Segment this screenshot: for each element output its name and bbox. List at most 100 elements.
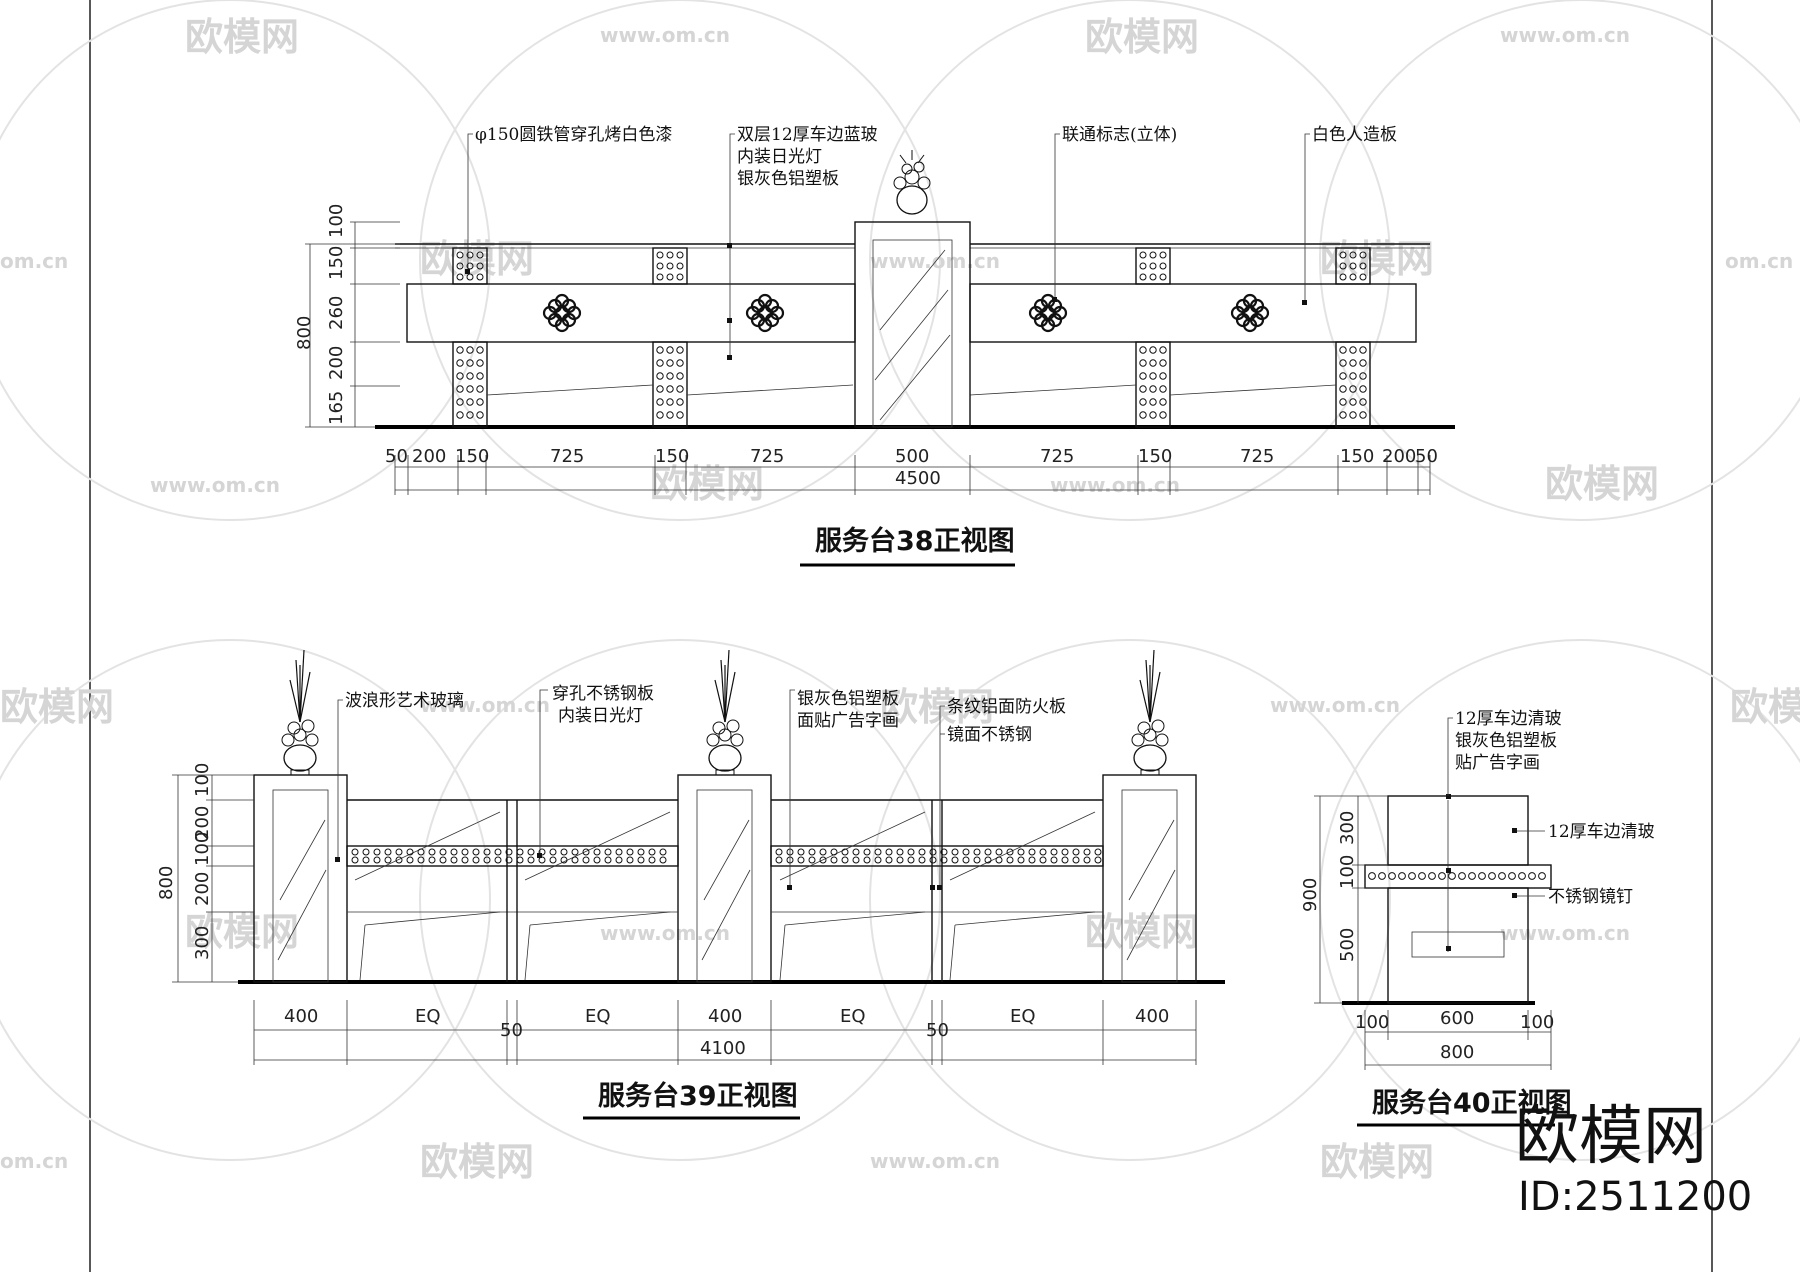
bottom-dim: 200 xyxy=(412,446,446,467)
watermark-url: www.om.cn xyxy=(870,1149,1000,1173)
note-iron-pipe: φ150圆铁管穿孔烤白色漆 xyxy=(475,125,672,145)
side-dim: 200 xyxy=(192,872,213,906)
side-dim: 100 xyxy=(192,832,213,866)
watermark-url: www.om.cn xyxy=(870,249,1000,273)
side-dim: 200 xyxy=(326,346,347,380)
view-title: 服务台40正视图 xyxy=(1372,1087,1572,1119)
note-aluminum-panel: 银灰色铝塑板 xyxy=(1455,731,1557,751)
watermark-url: om.cn xyxy=(0,249,68,273)
note-perforated-steel: 穿孔不锈钢板 xyxy=(552,684,654,704)
ad-panel xyxy=(1411,931,1505,958)
bottom-dim: 100 xyxy=(1520,1012,1554,1033)
watermark-brand: 欧模网 xyxy=(650,462,764,506)
side-dim: 200 xyxy=(192,806,213,840)
side-dim-total: 800 xyxy=(156,866,177,900)
bottom-dim: EQ xyxy=(415,1006,441,1027)
watermark-url: www.om.cn xyxy=(1500,23,1630,47)
watermark-brand: 欧模网 xyxy=(1730,685,1800,729)
front-band-right xyxy=(969,283,1417,343)
side-dim-total: 900 xyxy=(1300,878,1321,912)
brand-id: ID:2511200 xyxy=(1518,1174,1752,1220)
watermark-url: www.om.cn xyxy=(150,473,280,497)
unicom-logo-icon xyxy=(542,293,582,333)
watermark-url: www.om.cn xyxy=(420,693,550,717)
bottom-dim: 150 xyxy=(455,446,489,467)
side-dim: 150 xyxy=(326,246,347,280)
side-dim: 500 xyxy=(1337,928,1358,962)
note-ad-picture: 面贴广告字画 xyxy=(797,711,899,731)
bottom-dim: 50 xyxy=(385,446,408,467)
flower-pot-icon xyxy=(706,649,744,776)
note-blue-glass: 双层12厚车边蓝玻 xyxy=(737,125,878,145)
note-ad-picture: 贴广告字画 xyxy=(1455,753,1540,773)
watermark-brand: 欧模网 xyxy=(420,1140,534,1184)
note-unicom-logo: 联通标志(立体) xyxy=(1062,125,1177,145)
unicom-logo-icon xyxy=(1028,293,1068,333)
side-dim: 100 xyxy=(326,204,347,238)
note-wave-glass: 波浪形艺术玻璃 xyxy=(345,691,464,711)
watermark-url: www.om.cn xyxy=(1050,473,1180,497)
watermark-url: www.om.cn xyxy=(1500,921,1630,945)
bottom-dim: 600 xyxy=(1440,1008,1474,1029)
side-dim-total: 800 xyxy=(294,316,315,350)
side-dim: 300 xyxy=(192,926,213,960)
side-dim: 260 xyxy=(326,296,347,330)
bottom-dim: 725 xyxy=(750,446,784,467)
watermark-brand: 欧模网 xyxy=(880,685,994,729)
bottom-dim: 200 xyxy=(1382,446,1416,467)
brand-name: 欧模网 xyxy=(1515,1100,1707,1174)
note-fluorescent: 内装日光灯 xyxy=(558,706,643,726)
note-clear-glass: 12厚车边清玻 xyxy=(1455,709,1562,729)
watermark-brand: 欧模网 xyxy=(1320,1140,1434,1184)
bottom-dim: 50 xyxy=(1415,446,1438,467)
base-cabinet xyxy=(1387,887,1529,1004)
dim-total: 800 xyxy=(1440,1042,1474,1063)
bottom-dim: 400 xyxy=(708,1006,742,1027)
top-glass-box xyxy=(1387,795,1529,866)
side-dim: 100 xyxy=(1337,855,1358,889)
bottom-dim: 400 xyxy=(1135,1006,1169,1027)
watermark-brand: 欧模网 xyxy=(185,910,299,954)
note-clear-glass-2: 12厚车边清玻 xyxy=(1548,822,1655,842)
watermark-layer: 欧模网 欧模网 www.om.cn www.om.cn 欧模网 欧模网 om.c… xyxy=(0,15,1800,1184)
watermark-url: www.om.cn xyxy=(1270,693,1400,717)
watermark-arcs xyxy=(0,0,1800,1161)
side-dim: 165 xyxy=(326,391,347,425)
watermark-url: www.om.cn xyxy=(600,23,730,47)
side-dim: 100 xyxy=(192,763,213,797)
flower-pot-icon xyxy=(893,150,931,215)
view-40: 12厚车边清玻 银灰色铝塑板 贴广告字画 12厚车边清玻 不锈钢镜钉 300 1… xyxy=(1300,709,1655,1127)
bottom-dim: 50 xyxy=(500,1020,523,1041)
watermark-brand: 欧模网 xyxy=(1085,15,1199,59)
bottom-dim: 500 xyxy=(895,446,929,467)
corner-brand: 欧模网 ID:2511200 xyxy=(1515,1100,1752,1220)
note-fluorescent: 内装日光灯 xyxy=(737,147,822,167)
unicom-logo-icon xyxy=(745,293,785,333)
bottom-dim: 725 xyxy=(550,446,584,467)
watermark-brand: 欧模网 xyxy=(185,15,299,59)
watermark-url: om.cn xyxy=(0,1149,68,1173)
watermark-url: om.cn xyxy=(1725,249,1793,273)
note-aluminum-panel: 银灰色铝塑板 xyxy=(797,689,899,709)
bottom-dim: EQ xyxy=(585,1006,611,1027)
dim-total: 4100 xyxy=(700,1038,746,1059)
front-band-left xyxy=(406,283,856,343)
note-mirror-steel: 镜面不锈钢 xyxy=(947,725,1032,745)
bottom-dim: 150 xyxy=(1340,446,1374,467)
view-title: 服务台39正视图 xyxy=(598,1080,798,1112)
side-dim: 300 xyxy=(1337,811,1358,845)
bottom-dim: EQ xyxy=(840,1006,866,1027)
bottom-dim: 725 xyxy=(1240,446,1274,467)
view-title: 服务台38正视图 xyxy=(815,525,1015,557)
unicom-logo-icon xyxy=(542,293,1270,333)
flower-pot-icon xyxy=(281,649,319,776)
note-aluminum-panel: 银灰色铝塑板 xyxy=(737,169,839,189)
bottom-dim: 400 xyxy=(284,1006,318,1027)
watermark-url: www.om.cn xyxy=(600,921,730,945)
flower-pot-icon xyxy=(1131,649,1169,776)
dim-total: 4500 xyxy=(895,468,941,489)
view-39: 波浪形艺术玻璃 穿孔不锈钢板 内装日光灯 银灰色铝塑板 面贴广告字画 条纹铝面防… xyxy=(156,649,1225,1120)
note-fireproof-board: 条纹铝面防火板 xyxy=(947,697,1066,717)
watermark-brand: 欧模网 xyxy=(1545,462,1659,506)
